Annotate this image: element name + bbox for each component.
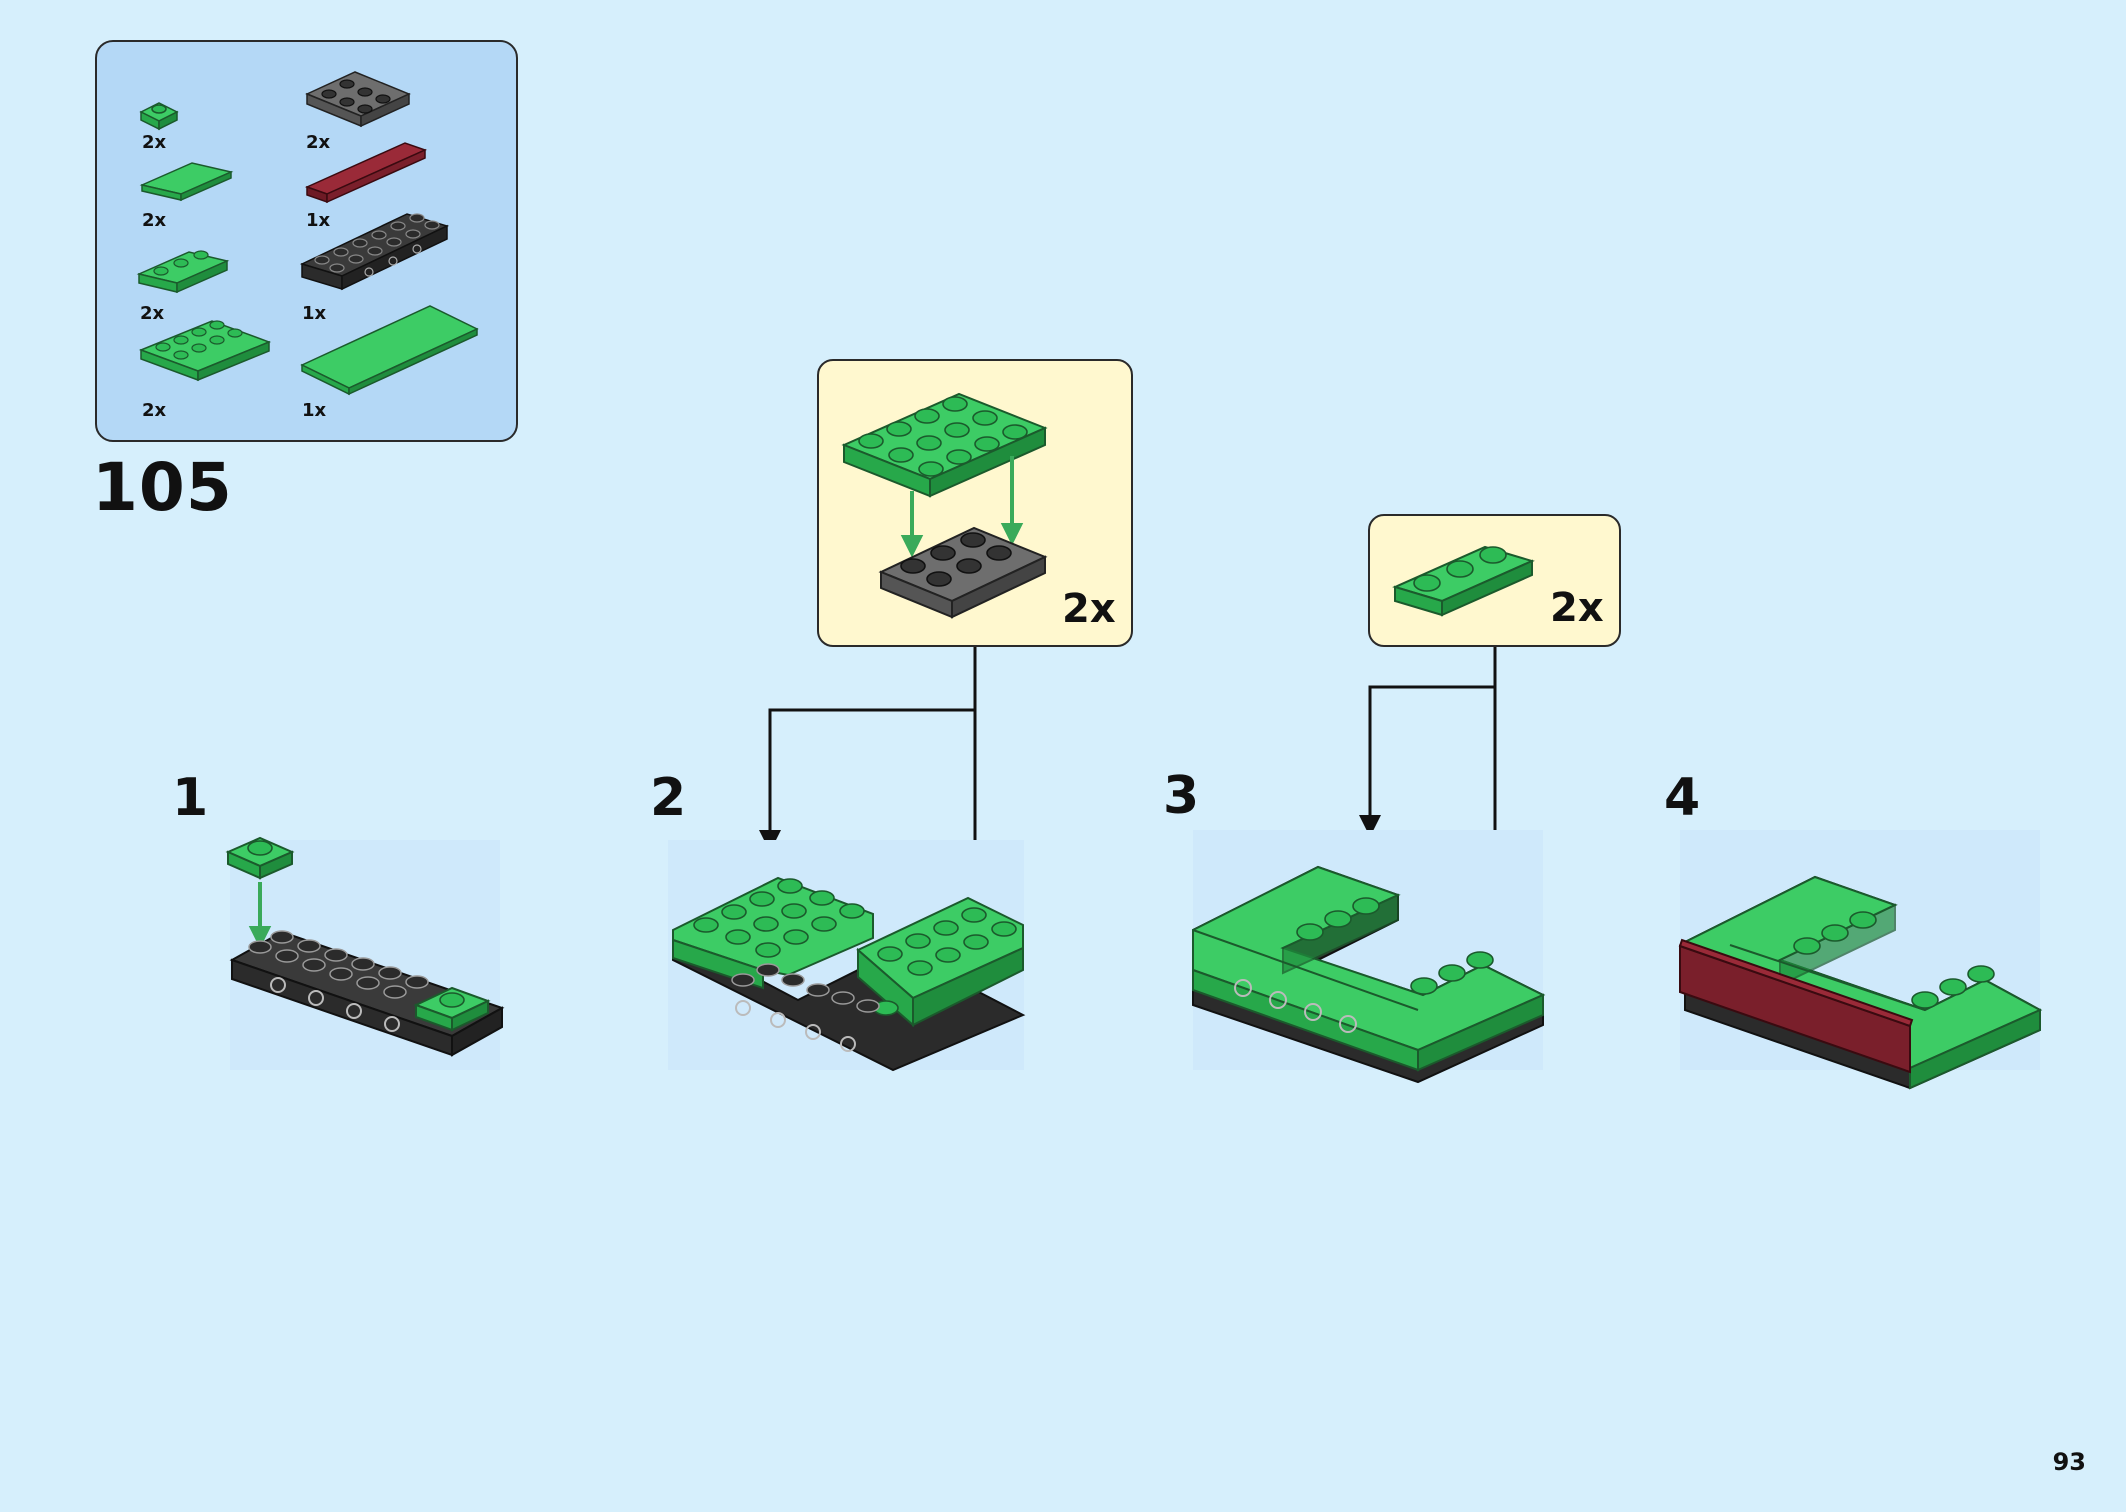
substep-2-build — [668, 840, 1026, 1072]
green-plate-2x4-icon — [138, 320, 272, 382]
part-qty: 2x — [142, 132, 167, 153]
part-qty: 2x — [306, 132, 331, 153]
parts-illustrations — [136, 71, 479, 396]
callout-2-illustration — [1392, 545, 1535, 617]
green-arrow-icon — [248, 882, 272, 949]
green-arrow-icon — [900, 456, 1024, 558]
substep-3-build — [1192, 830, 1546, 1084]
substep-4-build — [1678, 830, 2043, 1090]
part-qty: 1x — [306, 210, 331, 231]
dark-grey-plate-2x3-icon — [878, 526, 1048, 619]
green-tile-1x3-icon — [139, 162, 234, 202]
part-qty: 2x — [142, 400, 167, 421]
dark-red-tile-1x6-icon — [304, 142, 428, 204]
substep-label-3: 3 — [1163, 766, 1200, 826]
callout-box-1: 2x — [817, 359, 1133, 647]
dark-grey-plate-2x3-icon — [305, 71, 411, 128]
part-qty: 2x — [140, 303, 165, 324]
part-qty: 1x — [302, 400, 327, 421]
part-qty: 2x — [142, 210, 167, 231]
step-number: 105 — [92, 449, 233, 526]
green-plate-2x4-icon — [841, 392, 1048, 498]
black-plate-with-holes-1x8-icon — [299, 213, 450, 291]
green-plate-1x1-icon — [225, 836, 295, 880]
green-plate-1x3-icon — [136, 250, 230, 294]
part-qty: 1x — [302, 303, 327, 324]
black-plate-with-holes-assembly — [229, 930, 505, 1057]
parts-list-panel: 2x 2x 2x 1x 2x 1x 2x 1x — [95, 40, 518, 442]
callout-1-illustration — [841, 392, 1048, 619]
substep-1-build — [225, 836, 505, 1070]
callout-multiplier: 2x — [1550, 585, 1604, 631]
substep-label-4: 4 — [1664, 768, 1701, 828]
green-plate-1x3-icon — [1392, 545, 1535, 617]
u-shaped-assembly-tiled — [1192, 865, 1546, 1084]
substep-label-1: 1 — [172, 768, 209, 828]
callout-box-2: 2x — [1368, 514, 1621, 647]
green-tile-2x6-icon — [300, 305, 479, 396]
green-plate-1x1-icon — [139, 102, 179, 131]
substep-label-2: 2 — [650, 768, 687, 828]
u-shaped-assembly-with-red-tile — [1678, 875, 2043, 1090]
callout-multiplier: 2x — [1062, 586, 1116, 632]
page-number: 93 — [2052, 1448, 2086, 1476]
u-shaped-assembly-green-black — [672, 876, 1026, 1072]
arrow-head-icon — [1359, 815, 1381, 837]
